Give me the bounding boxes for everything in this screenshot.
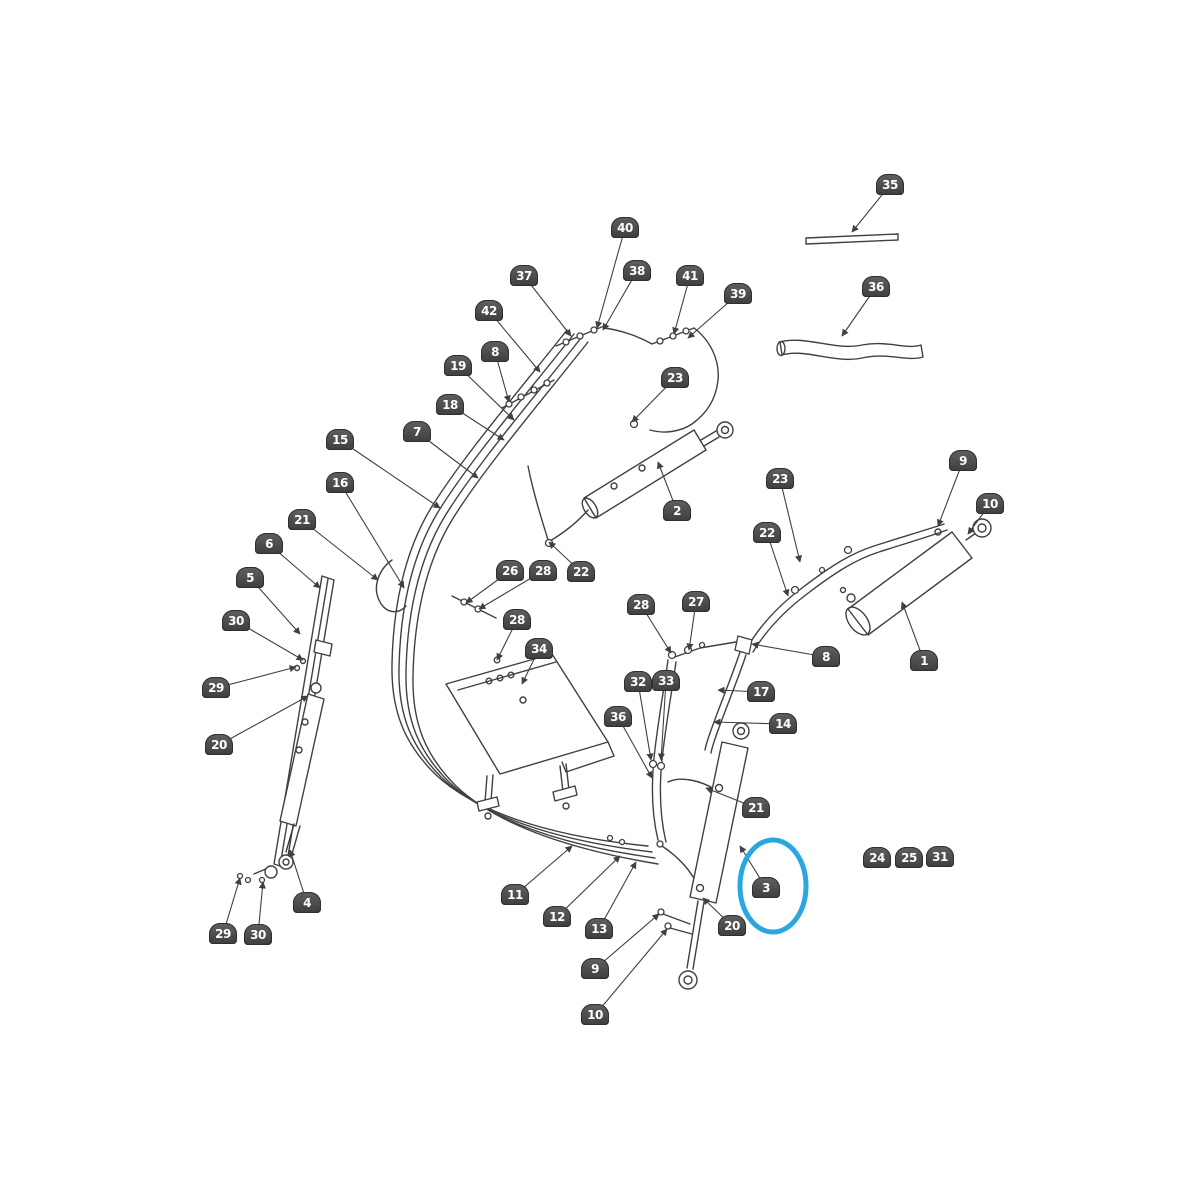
part-label-40: 40 <box>611 217 639 238</box>
part-label-24: 24 <box>863 847 891 868</box>
part-label-38: 38 <box>623 260 651 281</box>
part-label-30: 30 <box>244 924 272 945</box>
part-label-28: 28 <box>627 594 655 615</box>
part-label-1: 1 <box>910 650 938 671</box>
leader-line-23 <box>779 478 802 563</box>
leader-line-22 <box>766 532 790 597</box>
bucket-cylinder-2 <box>581 421 734 519</box>
part-label-29: 29 <box>202 677 230 698</box>
part-label-20: 20 <box>205 734 233 755</box>
part-label-26: 26 <box>496 560 524 581</box>
part-label-20: 20 <box>718 915 746 936</box>
leader-line-16 <box>339 482 405 589</box>
leader-line-32 <box>637 681 654 761</box>
part-label-34: 34 <box>525 638 553 659</box>
part-label-32: 32 <box>624 671 652 692</box>
part-label-22: 22 <box>753 522 781 543</box>
pin-rod-35 <box>805 233 899 245</box>
part-label-22: 22 <box>567 561 595 582</box>
part-label-13: 13 <box>585 918 613 939</box>
part-label-4: 4 <box>293 892 321 913</box>
part-label-29: 29 <box>209 923 237 944</box>
leader-line-21 <box>301 519 379 581</box>
part-label-7: 7 <box>403 421 431 442</box>
part-label-5: 5 <box>236 567 264 588</box>
part-label-33: 33 <box>652 670 680 691</box>
leader-line-12 <box>556 855 621 918</box>
part-label-27: 27 <box>682 591 710 612</box>
part-label-15: 15 <box>326 429 354 450</box>
part-label-18: 18 <box>436 394 464 415</box>
part-label-12: 12 <box>543 906 571 927</box>
bucket-cylinder-3 <box>678 722 750 990</box>
part-label-30: 30 <box>222 610 250 631</box>
part-label-17: 17 <box>747 681 775 702</box>
part-label-8: 8 <box>812 646 840 667</box>
part-label-28: 28 <box>529 560 557 581</box>
hose-tube-36 <box>776 339 924 361</box>
part-label-16: 16 <box>326 472 354 493</box>
part-label-35: 35 <box>876 174 904 195</box>
part-label-37: 37 <box>510 265 538 286</box>
part-label-31: 31 <box>926 846 954 867</box>
mounting-bracket-34 <box>445 653 615 820</box>
leader-line-9 <box>936 460 964 527</box>
leader-line-42 <box>488 310 541 373</box>
part-label-28: 28 <box>503 609 531 630</box>
leader-line-15 <box>339 439 441 509</box>
part-label-21: 21 <box>288 509 316 530</box>
part-label-9: 9 <box>581 958 609 979</box>
leader-line-36 <box>617 716 653 779</box>
leader-line-9 <box>594 913 660 970</box>
part-label-10: 10 <box>581 1004 609 1025</box>
part-label-23: 23 <box>661 367 689 388</box>
part-label-14: 14 <box>769 713 797 734</box>
part-label-39: 39 <box>724 283 752 304</box>
leader-line-20 <box>218 695 309 746</box>
part-label-10: 10 <box>976 493 1004 514</box>
lift-cylinder-4 <box>278 682 325 870</box>
leader-line-37 <box>523 275 572 337</box>
part-label-36: 36 <box>862 276 890 297</box>
lift-cylinder-1 <box>839 518 992 636</box>
leader-line-33 <box>657 680 667 761</box>
leader-line-40 <box>595 227 626 329</box>
leader-line-10 <box>594 928 668 1016</box>
part-label-8: 8 <box>481 341 509 362</box>
part-label-3: 3 <box>752 877 780 898</box>
part-label-21: 21 <box>742 797 770 818</box>
part-label-9: 9 <box>949 450 977 471</box>
part-label-25: 25 <box>895 847 923 868</box>
part-label-23: 23 <box>766 468 794 489</box>
part-label-6: 6 <box>255 533 283 554</box>
part-label-19: 19 <box>444 355 472 376</box>
leader-line-13 <box>598 861 637 930</box>
part-label-41: 41 <box>676 265 704 286</box>
part-label-2: 2 <box>663 500 691 521</box>
part-label-42: 42 <box>475 300 503 321</box>
part-label-36: 36 <box>604 706 632 727</box>
part-label-11: 11 <box>501 884 529 905</box>
